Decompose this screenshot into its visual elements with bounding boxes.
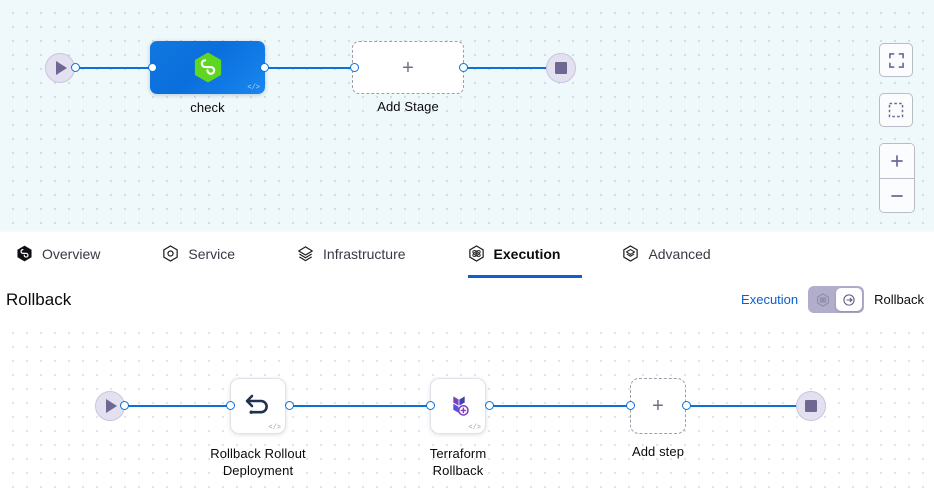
- code-badge: </>: [247, 84, 260, 92]
- harness-hexagon-icon: [17, 245, 32, 262]
- toggle-label-rollback[interactable]: Rollback: [874, 292, 924, 307]
- play-icon: [56, 61, 67, 75]
- pipeline-end-node[interactable]: [546, 53, 576, 83]
- canvas-edge-fade: [0, 230, 934, 232]
- toggle-label-execution[interactable]: Execution: [741, 292, 799, 307]
- step-node-rollback-rollout-deployment-label: Rollback Rollout Deployment: [178, 445, 338, 479]
- rollback-title: Rollback: [6, 290, 72, 309]
- zoom-in-button[interactable]: [880, 144, 914, 178]
- plus-icon: +: [402, 56, 414, 79]
- play-icon: [106, 399, 117, 413]
- edge-rb-step2-to-addstep: [489, 405, 631, 407]
- step-node-terraform-rollback-label: Terraform Rollback: [378, 445, 538, 479]
- port-rb-start-out[interactable]: [120, 401, 129, 410]
- tab-infrastructure[interactable]: Infrastructure: [297, 232, 427, 278]
- canvas-controls: [879, 43, 915, 213]
- code-badge: </>: [468, 424, 481, 432]
- tab-advanced[interactable]: Advanced: [622, 232, 732, 278]
- stage-node-check-label: check: [190, 100, 225, 115]
- stage-graph-canvas[interactable]: </> check + Add Stage: [0, 0, 934, 232]
- edge-check-to-addstage: [264, 67, 354, 69]
- add-stage-button[interactable]: +: [352, 41, 464, 94]
- plus-icon: +: [652, 395, 664, 417]
- fullscreen-icon: [888, 52, 904, 68]
- edge-rb-addstep-to-end: [686, 405, 806, 407]
- toggle-switch[interactable]: [808, 286, 865, 313]
- harness-hexagon-icon: [194, 52, 221, 83]
- toggle-option-rollback[interactable]: [836, 288, 863, 311]
- port-check-in[interactable]: [148, 63, 157, 72]
- advanced-layers-icon: [623, 245, 639, 262]
- undo-arrow-icon: [245, 394, 268, 414]
- tab-service[interactable]: Service: [162, 232, 257, 278]
- code-badge: </>: [268, 424, 281, 432]
- port-check-out[interactable]: [260, 63, 269, 72]
- pipeline-start-node[interactable]: [45, 53, 75, 83]
- rollback-arrow-icon: [843, 293, 855, 306]
- execution-rollback-toggle[interactable]: Execution: [741, 286, 924, 313]
- edge-rb-start-to-step1: [124, 405, 231, 407]
- step-label-line2: Deployment: [222, 463, 294, 478]
- rollback-graph-canvas[interactable]: </> Rollback Rollout Deployment </>: [0, 324, 934, 500]
- zoom-out-button[interactable]: [880, 178, 914, 212]
- service-hexagon-icon: [163, 245, 179, 262]
- rollback-end-node[interactable]: [796, 391, 826, 421]
- selection-box-button[interactable]: [879, 93, 913, 127]
- edge-addstage-to-end: [462, 67, 550, 69]
- port-rb-addstep-in[interactable]: [626, 401, 635, 410]
- step-label-line1: Terraform: [429, 446, 487, 461]
- step-label-line1: Rollback Rollout: [210, 446, 306, 461]
- port-rb-step2-out[interactable]: [485, 401, 494, 410]
- edge-rb-step1-to-step2: [289, 405, 431, 407]
- rollback-header: Rollback Execution: [0, 278, 934, 324]
- add-stage-label: Add Stage: [377, 99, 439, 114]
- stop-icon: [805, 400, 817, 412]
- add-step-button[interactable]: +: [630, 378, 686, 434]
- terraform-icon: [453, 396, 469, 416]
- port-rb-step1-in[interactable]: [226, 401, 235, 410]
- port-rb-step1-out[interactable]: [285, 401, 294, 410]
- step-node-rollback-rollout-deployment[interactable]: </>: [230, 378, 286, 434]
- tab-overview[interactable]: Overview: [16, 232, 122, 278]
- execution-atom-icon: [817, 292, 830, 307]
- tab-execution[interactable]: Execution: [467, 232, 583, 278]
- execution-atom-icon: [468, 245, 484, 262]
- stage-tabs: Overview Service Infrastructure: [0, 232, 934, 278]
- tab-overview-label: Overview: [42, 245, 101, 262]
- layers-icon: [298, 246, 313, 262]
- port-rb-step2-in[interactable]: [426, 401, 435, 410]
- stop-icon: [555, 62, 567, 74]
- dashed-square-icon: [888, 102, 904, 118]
- tab-advanced-label: Advanced: [648, 245, 711, 262]
- port-start-out[interactable]: [71, 63, 80, 72]
- zoom-controls: [879, 143, 915, 213]
- rollback-start-node[interactable]: [95, 391, 125, 421]
- tab-infrastructure-label: Infrastructure: [323, 245, 406, 262]
- port-addstage-in[interactable]: [350, 63, 359, 72]
- plus-icon: [891, 155, 903, 167]
- add-step-label: Add step: [631, 444, 685, 459]
- tab-service-label: Service: [188, 245, 236, 262]
- step-node-terraform-rollback[interactable]: </>: [430, 378, 486, 434]
- fit-to-screen-button[interactable]: [879, 43, 913, 77]
- edge-start-to-check: [74, 67, 154, 69]
- tab-execution-label: Execution: [493, 245, 561, 262]
- step-label-line2: Rollback: [432, 463, 484, 478]
- minus-icon: [891, 194, 903, 197]
- port-addstage-out[interactable]: [459, 63, 468, 72]
- toggle-option-execution[interactable]: [810, 288, 836, 311]
- stage-node-check[interactable]: </>: [150, 41, 265, 94]
- port-rb-addstep-out[interactable]: [682, 401, 691, 410]
